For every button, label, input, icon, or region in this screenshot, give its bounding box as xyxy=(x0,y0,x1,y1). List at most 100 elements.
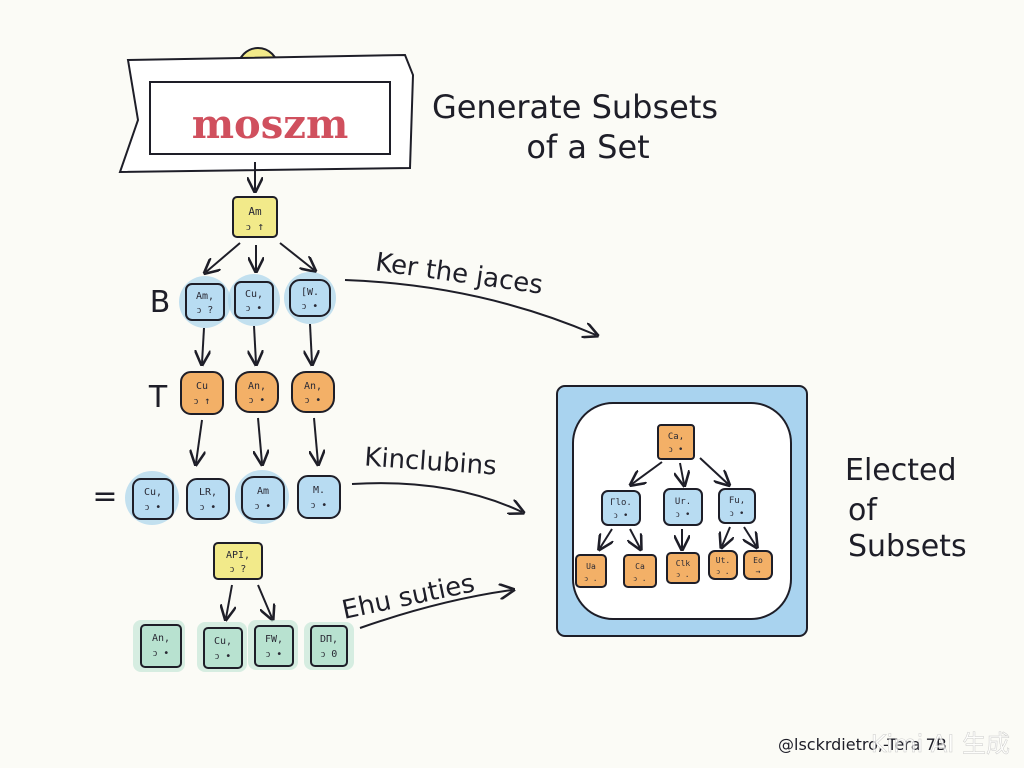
elected-subsets-panel: Ca, ↄ • Γlo. ↄ • Ur. ↄ • Fu, ↄ • Ua xyxy=(556,385,808,637)
row-bottom-card-4-line1: DΠ, xyxy=(320,634,338,645)
row-b-card-3-line2: ↄ • xyxy=(302,301,318,312)
row-b-card-2-line1: Cu, xyxy=(245,289,263,300)
panel-mid-1-line1: Γlo. xyxy=(610,498,632,508)
arrow-3 xyxy=(359,590,512,629)
panel-leaf-5-line1: Eo xyxy=(753,556,763,565)
row-bottom-card-3: FW, ↄ • xyxy=(248,620,298,670)
row-bottom-card-2: Cu, ↄ • xyxy=(197,622,247,672)
b3-to-t3-arrow xyxy=(310,323,312,363)
panel-root-arrow-1 xyxy=(632,461,663,484)
row-eq-card-4-line2: ↄ • xyxy=(311,500,327,511)
row-b-card-2: Cu, ↄ • xyxy=(228,274,280,326)
panel-root-arrow-2 xyxy=(680,462,684,484)
panel-mid-1-line2: ↄ • xyxy=(614,511,629,521)
panel-leaf-4-line2: ↄ . xyxy=(716,567,729,576)
right-label-line1: Elected xyxy=(845,453,957,488)
panel-leaf-5: Eo → xyxy=(743,550,773,580)
row-eq-card-1-line2: ↄ • xyxy=(145,502,161,513)
banner: moszm xyxy=(118,53,415,174)
row-t-card-2-line2: ↄ • xyxy=(249,395,265,406)
panel-root-arrow-3 xyxy=(699,457,728,484)
row-eq-card-1-line1: Cu, xyxy=(144,487,162,498)
arrow-2-label: Kinclubins xyxy=(363,442,497,481)
row-label-b: B xyxy=(150,285,171,320)
row-t-card-3-line2: ↄ • xyxy=(305,395,321,406)
arrow-1 xyxy=(344,279,596,335)
panel-leaf-5-line2: → xyxy=(756,567,761,576)
sub-root-line2: ↄ ? xyxy=(230,564,246,575)
panel-leaf-3-line1: Clk xyxy=(676,559,691,568)
t3-to-eq4-arrow xyxy=(314,417,318,463)
row-eq-card-4: M. ↄ • xyxy=(297,475,341,519)
row-bottom-card-3-line1: FW, xyxy=(265,634,283,645)
row-bottom-card-2-line1: Cu, xyxy=(214,636,232,647)
row-t-card-3-line1: An, xyxy=(304,381,322,392)
row-t-card-2: An, ↄ • xyxy=(235,371,279,413)
row-t-card-1-line2: ↄ ↑ xyxy=(194,396,210,407)
row-bottom-card-2-line2: ↄ • xyxy=(215,651,231,662)
panel-leaf-1-line2: ↄ . xyxy=(584,574,597,583)
panel-mid-3-line1: Fu, xyxy=(729,496,745,506)
row-t-card-1: Cu ↄ ↑ xyxy=(180,371,224,415)
t2-to-eq3-arrow xyxy=(258,417,262,463)
row-label-t: T xyxy=(148,380,168,415)
row-bottom-card-3-line2: ↄ • xyxy=(266,649,282,660)
row-eq-card-2-line1: LR, xyxy=(199,487,217,498)
panel-mid-3: Fu, ↄ • xyxy=(718,488,756,524)
b1-to-t1-arrow xyxy=(202,327,204,363)
sub-root-line1: API, xyxy=(226,550,250,561)
panel-mid-2: Ur. ↄ • xyxy=(663,488,703,526)
panel-leaf-2-line2: ↄ . xyxy=(633,574,646,583)
row-bottom-card-4: DΠ, ↄ 0 xyxy=(304,622,354,670)
panel-mid-3-arrow-left xyxy=(722,526,730,546)
row-eq-card-2-line2: ↄ • xyxy=(200,502,216,513)
sub-root-arrow-right xyxy=(257,584,272,618)
panel-leaf-1-line1: Ua xyxy=(586,562,596,571)
panel-leaf-2-line1: Ca xyxy=(635,562,645,571)
panel-leaf-2: Ca ↄ . xyxy=(623,554,657,588)
row-b-card-2-line2: ↄ • xyxy=(246,303,262,314)
row-eq-card-2: LR, ↄ • xyxy=(186,478,230,520)
panel-leaf-4-line1: Ut. xyxy=(716,556,730,565)
panel-mid-2-line2: ↄ • xyxy=(676,510,691,520)
root-card-line2: ↄ ↑ xyxy=(246,220,264,233)
right-label-line2: of xyxy=(848,493,878,528)
panel-leaf-1: Ua ↄ . xyxy=(575,554,607,588)
title-line-1: Generate Subsets xyxy=(432,88,718,126)
watermark-text: Kimi AI 生成 xyxy=(871,730,1010,758)
row-t-card-1-line1: Cu xyxy=(196,381,208,392)
panel-mid-3-line2: ↄ • xyxy=(730,509,745,519)
t1-to-eq2-arrow xyxy=(196,419,202,463)
row-eq-card-3-line2: ↄ • xyxy=(255,501,271,512)
panel-root: Ca, ↄ • xyxy=(657,424,695,460)
root-card-line1: Am xyxy=(248,205,262,218)
panel-mid-1-arrow-right xyxy=(630,528,640,548)
row-label-eq: = xyxy=(92,479,117,514)
row-bottom-card-1-line2: ↄ • xyxy=(153,648,169,659)
root-to-b3-arrow xyxy=(279,242,314,270)
row-eq-card-3: Am ↄ • xyxy=(235,470,289,524)
root-card: Am ↄ ↑ xyxy=(232,196,278,238)
row-b-card-1: Am, ↄ ? xyxy=(179,276,231,328)
title-line-2: of a Set xyxy=(526,128,649,166)
row-eq-card-1: Cu, ↄ • xyxy=(125,471,179,525)
credit-text: @lsckrdietro,-Tera 7B xyxy=(778,735,947,754)
row-t-card-2-line1: An, xyxy=(248,381,266,392)
panel-leaf-3-line2: ↄ . xyxy=(676,570,689,579)
row-b-card-3: [W. ↄ • xyxy=(284,272,336,324)
row-t-card-3: An, ↄ • xyxy=(291,371,335,413)
row-eq-card-3-line1: Am xyxy=(257,486,269,497)
panel-mid-3-arrow-right xyxy=(744,526,756,546)
root-to-b1-arrow xyxy=(206,242,241,272)
banner-text: moszm xyxy=(192,101,349,148)
row-bottom-card-1: An, ↄ • xyxy=(133,620,185,672)
panel-leaf-3: Clk ↄ . xyxy=(666,552,700,584)
row-b-card-3-line1: [W. xyxy=(301,287,319,298)
arrow-3-label: Ehu suties xyxy=(339,569,477,626)
sub-root-card: API, ↄ ? xyxy=(213,542,263,580)
panel-mid-1-arrow-left xyxy=(600,528,612,548)
panel-root-line2: ↄ • xyxy=(669,445,684,455)
row-eq-card-4-line1: M. xyxy=(313,485,325,496)
sub-root-arrow-left xyxy=(226,584,232,618)
